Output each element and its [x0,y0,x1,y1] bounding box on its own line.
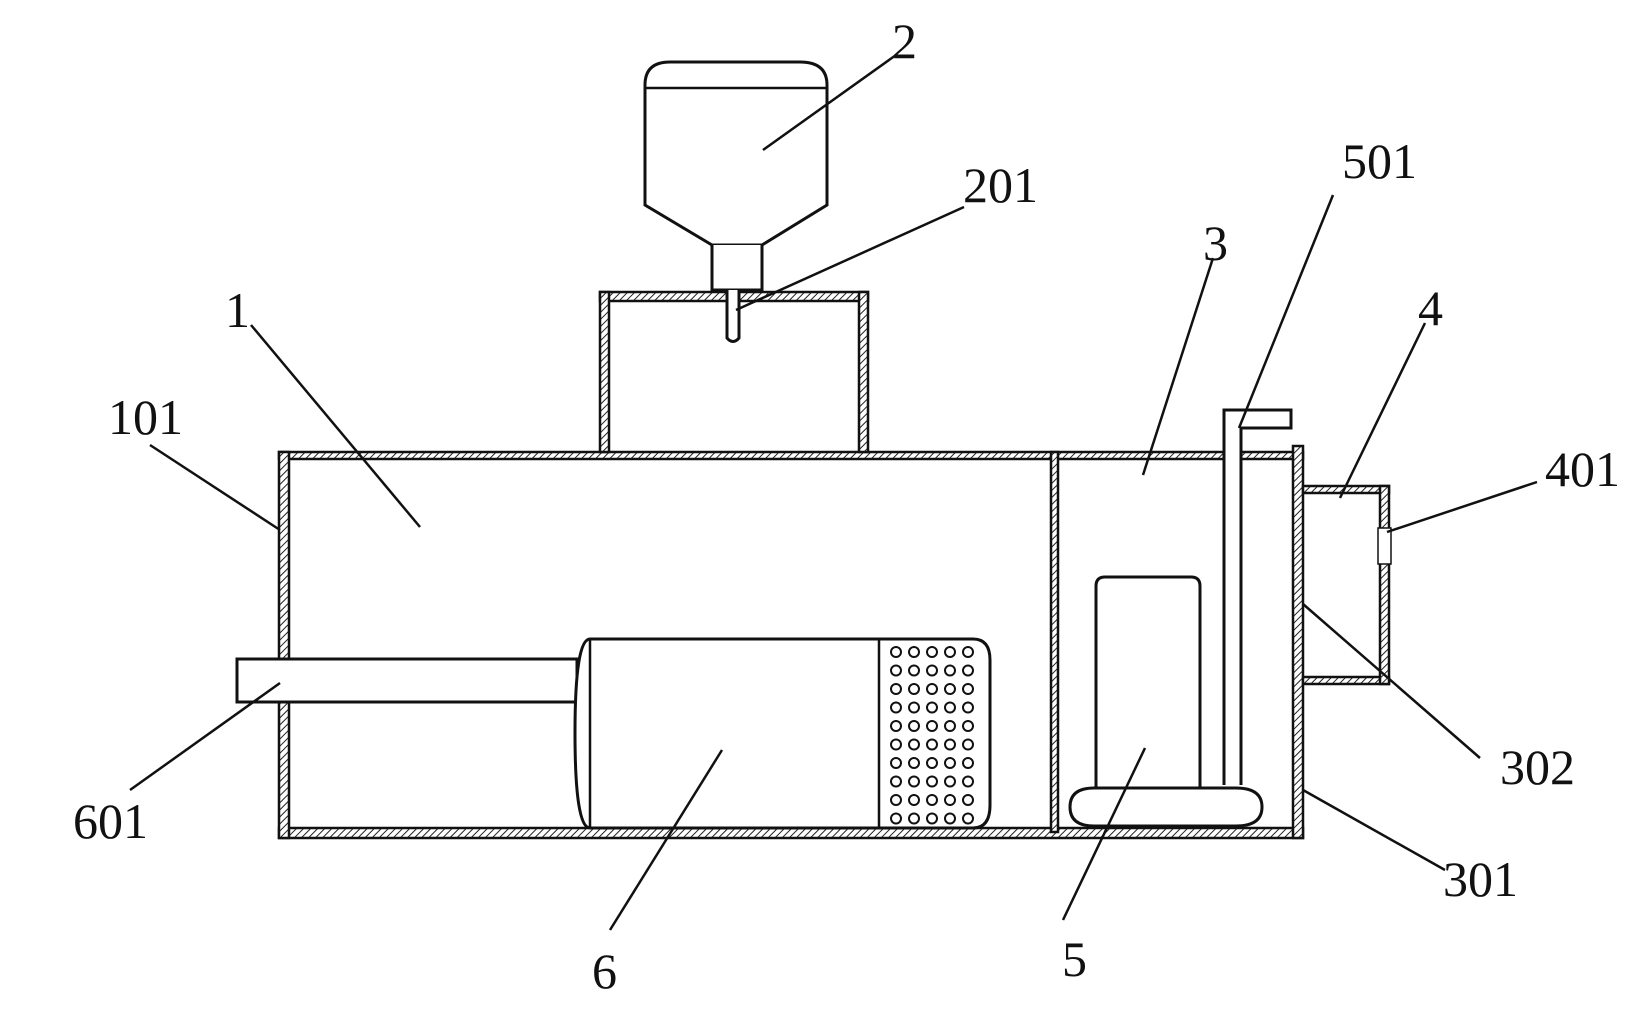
label-302: 302 [1500,739,1575,795]
perforation-dot [926,794,938,806]
perforation-dot [944,738,956,751]
perforation-dot [890,664,902,677]
label-201: 201 [963,157,1038,213]
perforation-dot [890,794,902,806]
perforation-dot [962,812,974,825]
perforation-dot [962,646,974,658]
perforation-dot [926,775,938,788]
part-labels: 2 201 501 3 4 1 101 401 302 601 301 6 5 [73,13,1620,999]
perforation-dot [908,812,920,825]
perforation-dot [926,701,938,714]
perforation-dot [944,701,956,714]
perforation-dot [962,701,974,714]
perforation-dot [962,775,974,788]
perforation-dot [944,720,956,732]
perforation-dot [908,757,920,769]
perforation-dot [944,683,956,695]
filter-cartridge [235,637,992,830]
label-101: 101 [108,389,183,445]
perforation-dot [944,664,956,677]
perforation-dot [890,720,902,732]
perforation-dot [890,701,902,714]
perforation-dot [926,738,938,751]
reagent-bottle [643,60,829,343]
perforation-dot [890,812,902,825]
perforation-dot [926,757,938,769]
label-4: 4 [1418,280,1443,336]
perforation-dot [944,646,956,658]
perforation-dot [908,794,920,806]
perforation-dot [926,683,938,695]
perforation-dot [908,664,920,677]
perforation-dot [926,720,938,732]
label-6: 6 [592,943,617,999]
perforation-dot [926,812,938,825]
perforation-dot [908,720,920,732]
perforation-dot [890,683,902,695]
perforation-dot [890,738,902,751]
label-501: 501 [1342,133,1417,189]
perforation-dot [944,812,956,825]
perforation-dot [890,757,902,769]
perforation-dot [962,757,974,769]
label-3: 3 [1203,215,1228,271]
side-box [1301,484,1392,686]
perforation-dot [908,646,920,658]
perforation-dot [890,646,902,658]
perforation-dot [926,664,938,677]
label-2: 2 [892,13,917,69]
label-601: 601 [73,793,148,849]
perforation-dot [908,775,920,788]
filter-perforations [890,646,974,825]
leader-lines [129,53,1538,931]
pump [1068,408,1293,828]
main-tank [277,444,1305,840]
perforation-dot [908,701,920,714]
perforation-dot [908,738,920,751]
label-5: 5 [1062,931,1087,987]
perforation-dot [926,646,938,658]
perforation-dot [890,775,902,788]
label-401: 401 [1545,441,1620,497]
perforation-dot [962,720,974,732]
perforation-dot [908,683,920,695]
perforation-dot [944,757,956,769]
perforation-dot [962,794,974,806]
label-1: 1 [225,282,250,338]
perforation-dot [944,794,956,806]
label-301: 301 [1443,851,1518,907]
perforation-dot [944,775,956,788]
perforation-dot [962,664,974,677]
perforation-dot [962,683,974,695]
perforation-dot [962,738,974,751]
